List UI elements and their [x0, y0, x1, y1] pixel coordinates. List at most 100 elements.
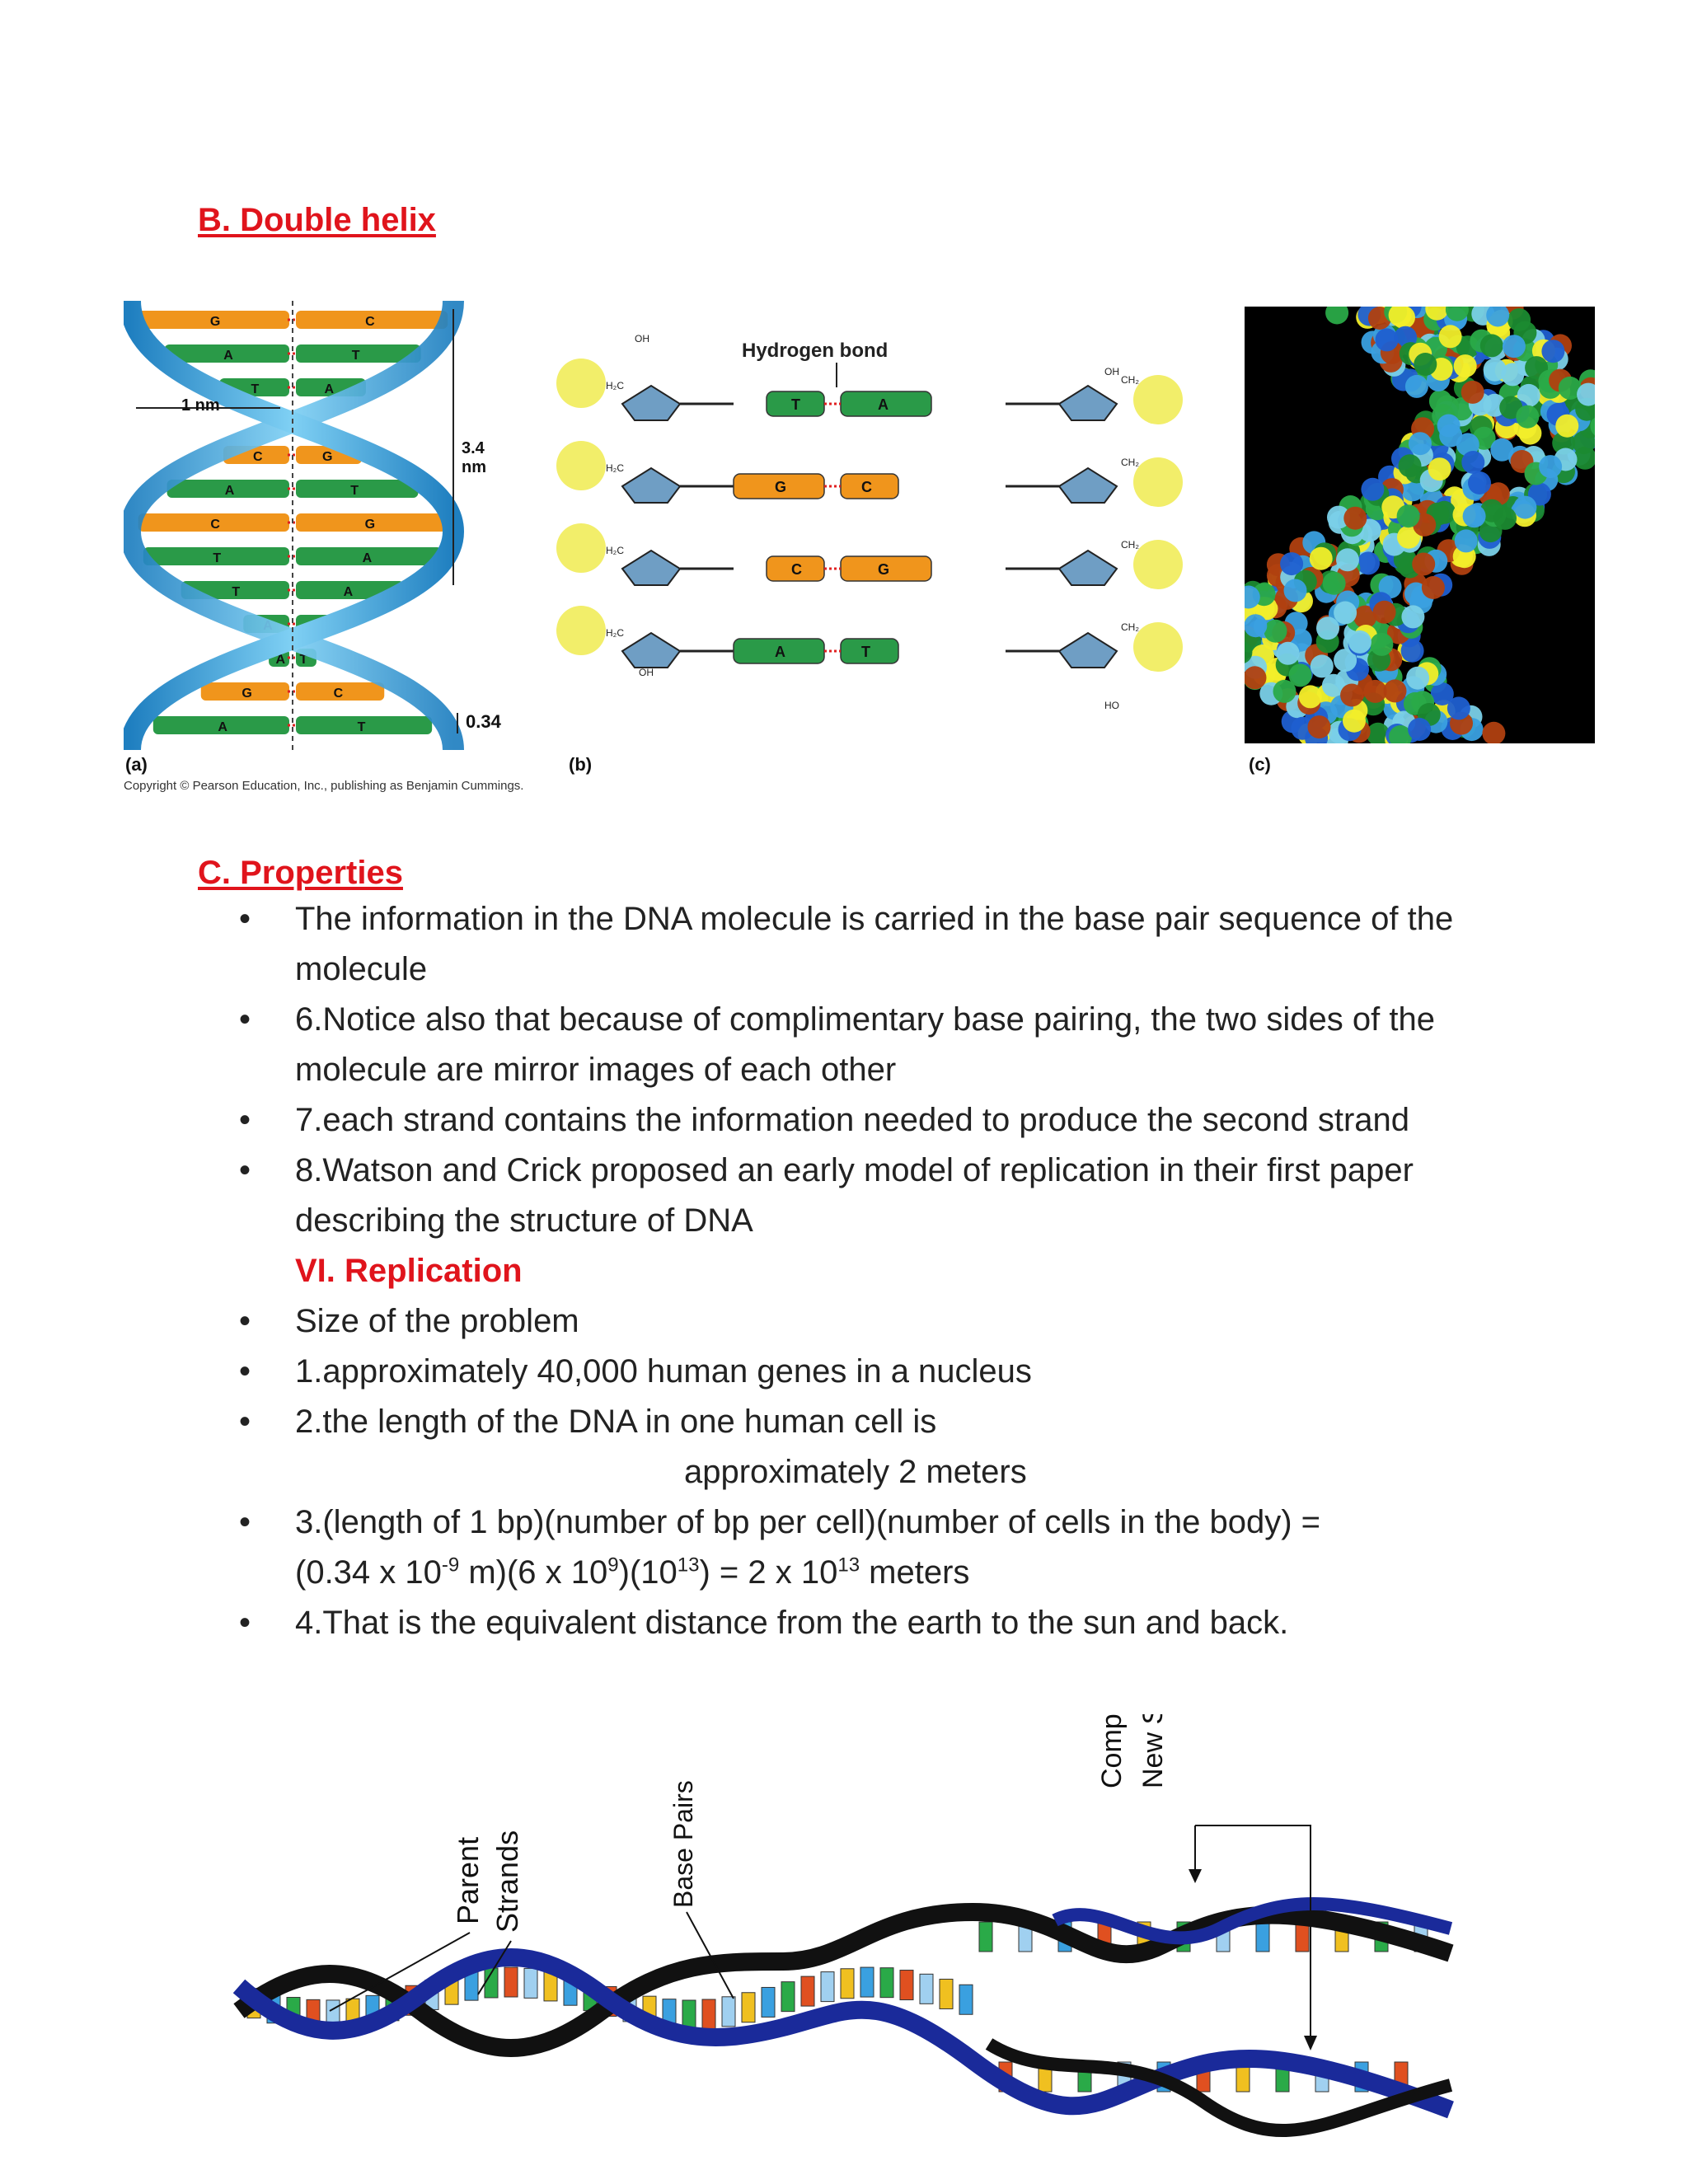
- arrow-head-top: [1189, 1869, 1202, 1883]
- base-letter: T: [232, 585, 240, 599]
- base-letter: T: [350, 484, 359, 498]
- list-item-formula: •3.(length of 1 bp)(number of bp per cel…: [239, 1497, 1525, 1598]
- properties-list: •The information in the DNA molecule is …: [239, 894, 1525, 1648]
- base-letter: A: [878, 396, 889, 413]
- base-letter: C: [365, 315, 375, 329]
- dim-rise-label: 0.34 nm: [466, 711, 503, 732]
- svg-text:OH: OH: [635, 333, 649, 344]
- bullet: •: [239, 901, 251, 937]
- chem-base-pair: H₂C CH₂ C G: [556, 523, 1183, 589]
- list-item: •6.Notice also that because of complimen…: [239, 995, 1525, 1095]
- new-strand-bottom: [985, 2038, 1453, 2137]
- sugar-right: [1057, 384, 1118, 421]
- bullet: •: [239, 1152, 251, 1188]
- list-item: •Size of the problem: [239, 1296, 1525, 1347]
- base-letter: A: [276, 653, 286, 667]
- parent-strand-2: [232, 1948, 1454, 2119]
- base-letter: T: [352, 349, 360, 363]
- phosphate-left: [556, 606, 606, 655]
- bullet: •: [239, 1605, 251, 1641]
- sugar-right: [1057, 631, 1118, 668]
- svg-text:CH₂: CH₂: [1121, 539, 1139, 551]
- base-letter: G: [878, 561, 889, 578]
- base-letter: C: [210, 518, 220, 532]
- svg-text:OH: OH: [639, 667, 654, 678]
- phosphate-left: [556, 523, 606, 573]
- list-item: •4.That is the equivalent distance from …: [239, 1598, 1525, 1648]
- svg-text:H₂C: H₂C: [606, 545, 624, 556]
- phosphate-left: [556, 359, 606, 408]
- base-letter: T: [251, 382, 260, 396]
- chem-base-pair: H₂C CH₂ T A: [556, 359, 1183, 424]
- base-letter: T: [791, 396, 800, 413]
- svg-text:CH₂: CH₂: [1121, 457, 1139, 468]
- label-new-strands: New Strands: [1137, 1714, 1169, 1788]
- sugar-right: [1057, 466, 1118, 504]
- phosphate-right: [1133, 540, 1183, 589]
- svg-text:HO: HO: [1104, 700, 1119, 711]
- phosphate-right: [1133, 375, 1183, 424]
- sugar-left: [621, 631, 682, 668]
- phosphate-left: [556, 441, 606, 490]
- sugar-left: [621, 466, 682, 504]
- replication-figure: Parent Strands Base Pairs Complementary …: [232, 1714, 1454, 2137]
- base-letter: A: [775, 644, 785, 660]
- dim-pitch-unit: nm: [462, 458, 486, 476]
- chem-base-pair: H₂C CH₂ A T: [556, 606, 1183, 672]
- hydrogen-bond-label: Hydrogen bond: [742, 340, 888, 362]
- new-strand-top: [1052, 1897, 1453, 1945]
- svg-text:CH₂: CH₂: [1121, 374, 1139, 386]
- base-letter: A: [324, 382, 334, 396]
- helix-backbone-2: [124, 301, 464, 750]
- sugar-left: [621, 549, 682, 586]
- svg-text:H₂C: H₂C: [606, 627, 624, 639]
- label-parent: Parent: [451, 1837, 485, 1924]
- base-letter: G: [322, 450, 332, 464]
- svg-text:H₂C: H₂C: [606, 462, 624, 474]
- list-item: •The information in the DNA molecule is …: [239, 894, 1525, 995]
- sugar-right: [1057, 549, 1118, 586]
- list-item: •1.approximately 40,000 human genes in a…: [239, 1347, 1525, 1397]
- replication-heading: VI. Replication: [295, 1253, 523, 1289]
- label-strands: Strands: [490, 1830, 524, 1933]
- dim-pitch-value: 3.4: [462, 439, 485, 457]
- centered-value-line: approximately 2 meters: [684, 1454, 1027, 1490]
- base-letter: T: [861, 644, 870, 660]
- svg-text:H₂C: H₂C: [606, 380, 624, 391]
- bullet: •: [239, 1404, 251, 1440]
- base-letter: A: [363, 551, 373, 565]
- figure-label-a: (a): [125, 754, 148, 775]
- bullet: •: [239, 1303, 251, 1339]
- base-letter: C: [334, 687, 344, 701]
- phosphate-right: [1133, 457, 1183, 507]
- dim-width-label: 1 nm: [181, 396, 220, 415]
- base-letter: A: [223, 349, 233, 363]
- list-item: •7.each strand contains the information …: [239, 1095, 1525, 1146]
- figure-label-c: (c): [1249, 754, 1271, 775]
- svg-text:CH₂: CH₂: [1121, 621, 1139, 633]
- base-letter: C: [791, 561, 802, 578]
- base-letter: G: [241, 687, 251, 701]
- base-letter: T: [358, 720, 366, 734]
- label-base-pairs: Base Pairs: [668, 1780, 698, 1908]
- base-letter: G: [365, 518, 375, 532]
- bullet: •: [239, 1504, 251, 1540]
- base-letter: C: [861, 479, 872, 495]
- helix-figure-c: [1245, 307, 1595, 743]
- base-letter: A: [218, 720, 227, 734]
- sugar-left: [621, 384, 682, 421]
- arrow-head-bottom: [1304, 2036, 1317, 2050]
- base-letter: C: [253, 450, 263, 464]
- figure-copyright: Copyright © Pearson Education, Inc., pub…: [124, 779, 524, 793]
- base-letter: A: [344, 585, 354, 599]
- base-letter: T: [213, 551, 221, 565]
- replication-heading-row: VI. Replication: [239, 1246, 1525, 1296]
